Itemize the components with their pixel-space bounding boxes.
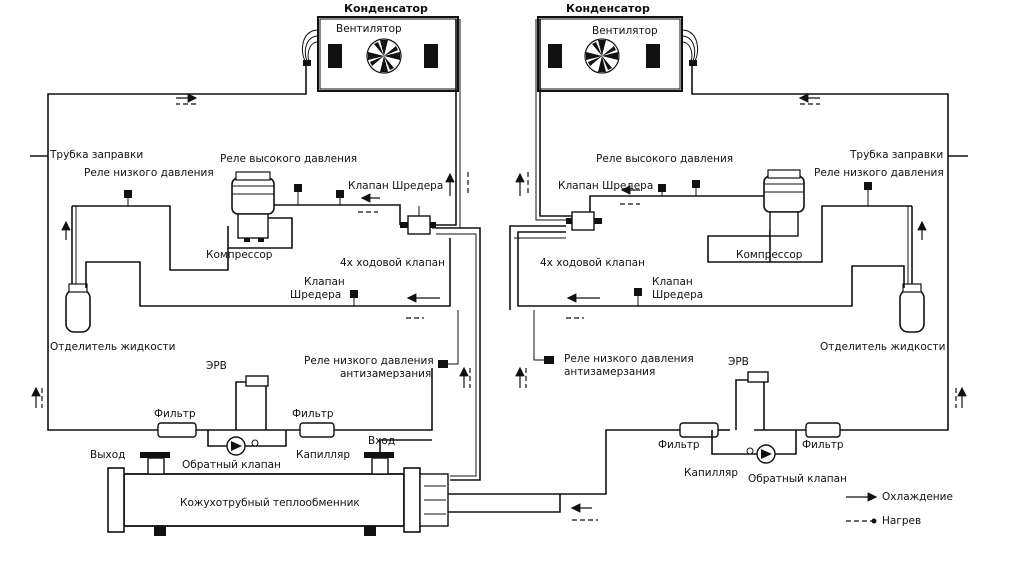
filter-left-2-icon	[299, 422, 335, 438]
fan-right-icon	[584, 38, 620, 74]
condenser-right-label: Конденсатор	[566, 2, 650, 15]
antifreeze-left-label-1: Реле низкого давления	[304, 355, 434, 367]
check-valve-left-label: Обратный клапан	[182, 459, 281, 471]
erv-left-label: ЭРВ	[206, 360, 227, 372]
condenser-left-label: Конденсатор	[344, 2, 428, 15]
left-circuit	[30, 16, 481, 536]
heat-exchanger-icon	[107, 452, 449, 536]
compressor-left-label: Компрессор	[206, 249, 273, 261]
high-relay-left-label: Реле высокого давления	[220, 153, 357, 165]
fan-left-label: Вентилятор	[336, 23, 402, 35]
compressor-right-label: Компрессор	[736, 249, 803, 261]
fourway-right-label: 4х ходовой клапан	[540, 257, 645, 269]
filter-left-1-icon	[157, 422, 197, 438]
compressor-right-icon	[763, 169, 805, 237]
check-valve-right-icon	[746, 444, 776, 464]
erv-left-icon	[245, 375, 269, 387]
separator-left-icon	[65, 283, 91, 333]
charge-tube-left-label: Трубка заправки	[49, 149, 143, 161]
schrader-mid-left-label-1: Клапан	[304, 276, 345, 288]
antifreeze-right-label-1: Реле низкого давления	[564, 353, 694, 365]
right-circuit	[448, 16, 968, 513]
output-label: Выход	[90, 449, 125, 461]
flow-arrows	[31, 93, 967, 521]
high-relay-right-label: Реле высокого давления	[596, 153, 733, 165]
antifreeze-left-label-2: антизамерзания	[340, 368, 431, 380]
condenser-left-coil	[328, 44, 342, 68]
heat-exchanger-label: Кожухотрубный теплообменник	[180, 497, 360, 509]
capillary-left-label: Капилляр	[296, 449, 350, 461]
fourway-valve-right-icon	[566, 211, 602, 231]
schrader-mid-right-label-1: Клапан	[652, 276, 693, 288]
fourway-left-label: 4х ходовой клапан	[340, 257, 445, 269]
schrader-mid-left-label-2: Шредера	[290, 289, 341, 301]
separator-left-label: Отделитель жидкости	[50, 341, 175, 353]
filter-right-1-label: Фильтр	[658, 439, 700, 451]
filter-left-1-label: Фильтр	[154, 408, 196, 420]
low-relay-left-label: Реле низкого давления	[84, 167, 214, 179]
legend-heating-label: Нагрев	[882, 515, 921, 527]
schrader-mid-right-label-2: Шредера	[652, 289, 703, 301]
check-valve-left-icon	[226, 436, 259, 456]
filter-left-2-label: Фильтр	[292, 408, 334, 420]
capillary-right-label: Капилляр	[684, 467, 738, 479]
check-valve-right-label: Обратный клапан	[748, 473, 847, 485]
antifreeze-right-label-2: антизамерзания	[564, 366, 655, 378]
low-relay-right-label: Реле низкого давления	[814, 167, 944, 179]
fourway-valve-left-icon	[400, 206, 436, 235]
legend-cooling-label: Охлаждение	[882, 491, 953, 503]
fan-left-icon	[366, 38, 402, 74]
compressor-left-icon	[231, 171, 275, 242]
filter-right-2-icon	[805, 422, 841, 438]
input-label: Вход	[368, 435, 395, 447]
charge-tube-right-label: Трубка заправки	[849, 149, 943, 161]
fan-right-label: Вентилятор	[592, 25, 658, 37]
schrader-top-right-label: Клапан Шредера	[558, 180, 653, 192]
erv-right-icon	[747, 371, 769, 383]
schrader-top-left-label: Клапан Шредера	[348, 180, 443, 192]
erv-right-label: ЭРВ	[728, 356, 749, 368]
filter-right-2-label: Фильтр	[802, 439, 844, 451]
legend: Охлаждение Нагрев	[846, 491, 953, 527]
separator-right-icon	[899, 283, 925, 333]
separator-right-label: Отделитель жидкости	[820, 341, 945, 353]
